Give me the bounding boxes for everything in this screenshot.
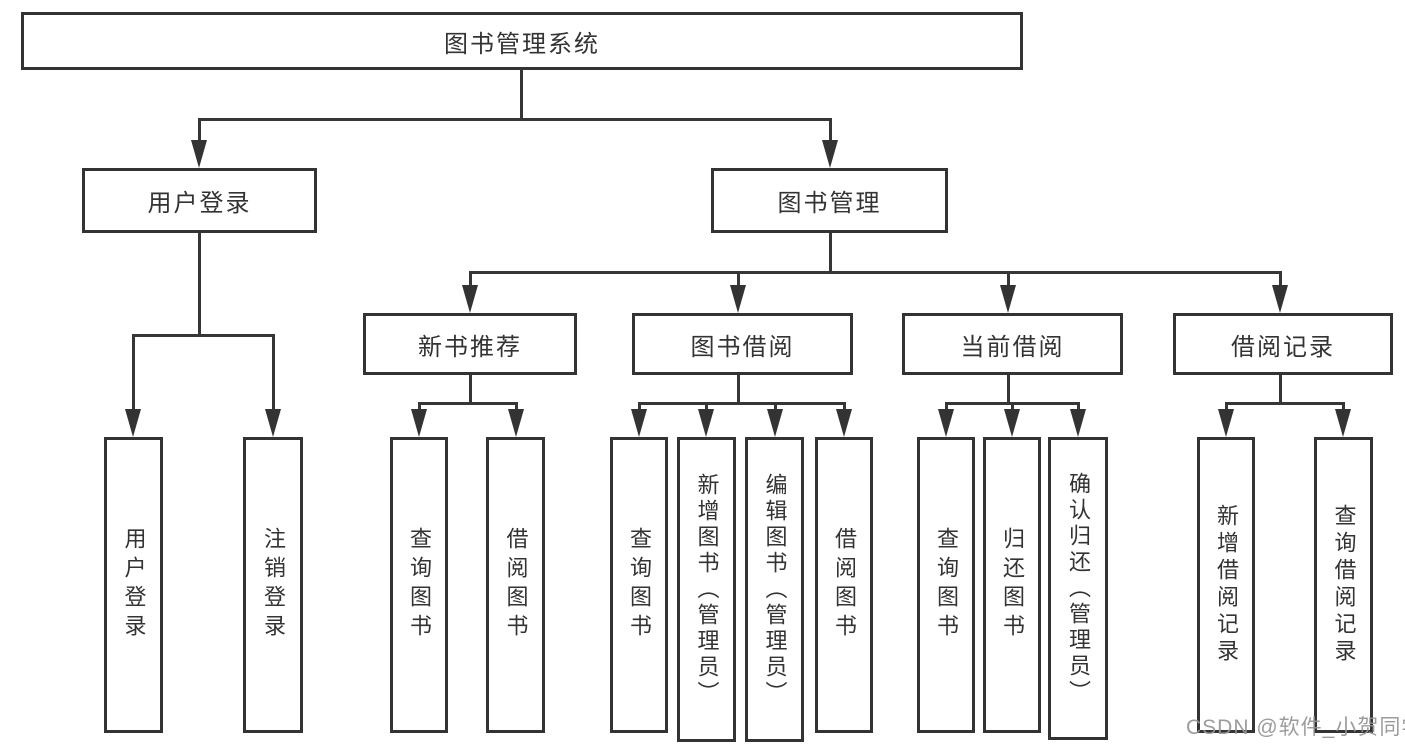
connector-borrowing-records-drop <box>1279 375 1282 405</box>
arrow-down-icon <box>125 409 141 437</box>
connector-new-book-drop <box>469 375 472 405</box>
arrow-down-icon <box>822 140 838 168</box>
connector-stub-new-book <box>469 271 472 291</box>
node-add-books-admin: 新增图书（管理员） <box>677 437 736 742</box>
node-book-management: 图书管理 <box>711 168 948 233</box>
node-label: 用户登录 <box>121 527 147 643</box>
arrow-down-icon <box>1272 285 1288 313</box>
connector-borrowing-records-rail <box>1225 402 1345 405</box>
node-library-management-system: 图书管理系统 <box>21 12 1023 70</box>
node-label: 新增图书（管理员） <box>694 472 720 707</box>
connector-book-borrowing-rail <box>638 402 845 405</box>
connector-stub-borrowing-records <box>1279 271 1282 291</box>
connector-new-book-rail <box>418 402 518 405</box>
node-label: 借阅记录 <box>1231 333 1335 361</box>
node-label: 图书管理 <box>777 190 882 217</box>
arrow-down-icon <box>462 285 478 313</box>
node-label: 当前借阅 <box>960 333 1065 361</box>
node-logout-login: 注销登录 <box>243 437 303 733</box>
node-user-login-leaf: 用户登录 <box>104 437 163 733</box>
node-label: 图书管理系统 <box>444 30 600 58</box>
node-label: 确认归还（管理员） <box>1066 471 1091 706</box>
arrow-down-icon <box>1000 285 1016 313</box>
node-query-books-current: 查询图书 <box>917 437 975 733</box>
node-return-books: 归还图书 <box>983 437 1041 733</box>
connector-stub-book-borrowing <box>737 271 740 291</box>
node-label: 新书推荐 <box>418 333 522 361</box>
arrow-down-icon <box>730 285 746 313</box>
node-label: 注销登录 <box>261 527 286 643</box>
connector-stub-current-borrowing <box>1007 271 1010 291</box>
connector-stub <box>1077 402 1080 414</box>
node-book-borrowing: 图书借阅 <box>632 313 853 375</box>
connector-current-borrowing-drop <box>1007 375 1010 405</box>
node-label: 借阅图书 <box>832 527 857 643</box>
node-label: 查询图书 <box>934 527 959 643</box>
node-label: 查询图书 <box>627 527 652 643</box>
connector-stub-user-login <box>198 118 201 146</box>
connector-user-login-rail <box>132 334 275 337</box>
node-borrow-books-borrowing: 借阅图书 <box>815 437 873 733</box>
node-label: 借阅图书 <box>503 527 529 643</box>
node-label: 归还图书 <box>1000 527 1025 643</box>
connector-stub <box>1342 402 1345 414</box>
node-add-borrow-record: 新增借阅记录 <box>1197 437 1255 733</box>
connector-stub-login-leaf <box>132 334 135 414</box>
csdn-watermark: CSDN @软件_小贺同学 <box>1186 716 1405 739</box>
arrow-down-icon <box>1218 409 1234 437</box>
connector-stub <box>638 402 641 414</box>
connector-user-login-drop <box>198 233 201 336</box>
connector-root-drop <box>520 68 523 120</box>
connector-stub-logout-leaf <box>272 334 275 414</box>
node-edit-books-admin: 编辑图书（管理员） <box>745 437 804 742</box>
arrow-down-icon <box>836 409 852 437</box>
connector-root-rail <box>198 118 832 121</box>
connector-stub <box>774 402 777 414</box>
connector-book-borrowing-drop <box>737 375 740 405</box>
connector-stub <box>1225 402 1228 414</box>
arrow-down-icon <box>698 409 714 437</box>
connector-book-management-drop <box>829 233 832 274</box>
node-new-book-recommendation: 新书推荐 <box>363 313 577 375</box>
node-label: 用户登录 <box>147 190 252 217</box>
connector-stub-book-management <box>829 118 832 146</box>
arrow-down-icon <box>631 409 647 437</box>
node-label: 新增借阅记录 <box>1214 504 1239 666</box>
arrow-down-icon <box>938 409 954 437</box>
node-user-login: 用户登录 <box>82 168 317 233</box>
connector-book-management-rail <box>469 271 1282 274</box>
arrow-down-icon <box>265 409 281 437</box>
connector-stub <box>945 402 948 414</box>
node-borrowing-records: 借阅记录 <box>1173 313 1393 375</box>
node-label: 编辑图书（管理员） <box>762 472 788 707</box>
arrow-down-icon <box>508 409 524 437</box>
arrow-down-icon <box>1004 409 1020 437</box>
node-label: 图书借阅 <box>690 333 795 361</box>
arrow-down-icon <box>191 140 207 168</box>
node-label: 查询借阅记录 <box>1331 504 1357 666</box>
node-borrow-books-recommend: 借阅图书 <box>486 437 545 733</box>
connector-stub <box>705 402 708 414</box>
node-query-books-recommend: 查询图书 <box>390 437 448 733</box>
connector-stub <box>1011 402 1014 414</box>
node-query-borrow-record: 查询借阅记录 <box>1314 437 1373 733</box>
node-confirm-return-admin: 确认归还（管理员） <box>1048 437 1108 740</box>
node-label: 查询图书 <box>407 527 432 643</box>
arrow-down-icon <box>1335 409 1351 437</box>
connector-stub <box>418 402 421 414</box>
connector-stub <box>515 402 518 414</box>
arrow-down-icon <box>1070 409 1086 437</box>
arrow-down-icon <box>411 409 427 437</box>
connector-stub <box>843 402 846 414</box>
node-current-borrowing: 当前借阅 <box>902 313 1123 375</box>
node-query-books-borrowing: 查询图书 <box>610 437 668 733</box>
arrow-down-icon <box>767 409 783 437</box>
